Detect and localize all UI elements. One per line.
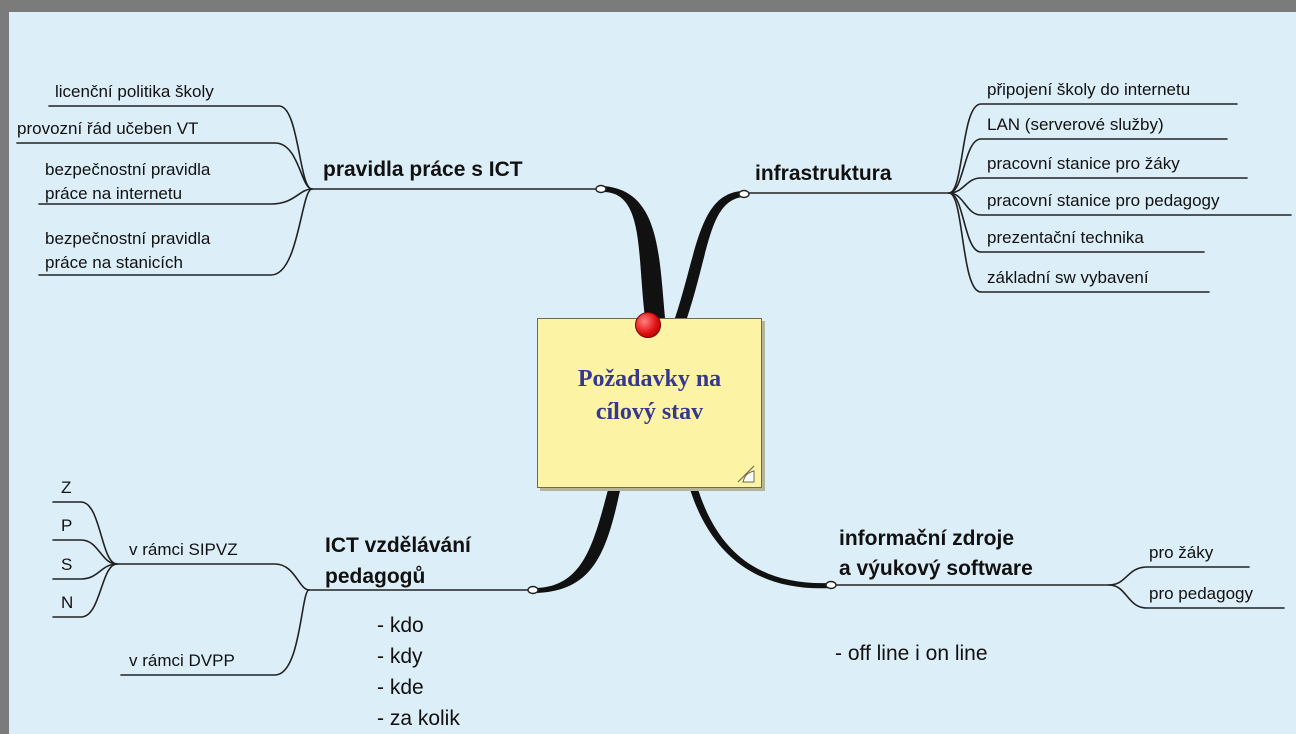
infra-leaf-1-line xyxy=(948,103,1238,194)
central-title-line-2: cílový stav xyxy=(595,399,704,425)
s-line xyxy=(52,563,118,580)
edu-leaf-sipvz[interactable]: v rámci SIPVZ xyxy=(129,540,238,559)
rules-leaf-3-line xyxy=(38,188,313,205)
connector-lines xyxy=(16,103,1292,676)
infra-leaf-basic-software[interactable]: základní sw vybavení xyxy=(987,268,1149,287)
rules-leaf-operating-rules[interactable]: provozní řád učeben VT xyxy=(17,119,199,138)
pushpin-icon xyxy=(635,312,661,338)
rules-leaf-station-safety[interactable]: bezpečnostní pravidla práce na stanicích xyxy=(45,227,210,275)
rules-branch-title[interactable]: pravidla práce s ICT xyxy=(323,158,523,181)
rules-leaf-station-safety-line-2: práce na stanicích xyxy=(45,253,183,272)
edu-branch-title[interactable]: ICT vzdělávání pedagogů xyxy=(325,530,471,592)
res-leaf-2-line xyxy=(1108,584,1285,609)
infra-leaf-presentation[interactable]: prezentační technika xyxy=(987,228,1144,247)
n-line xyxy=(52,563,118,618)
edu-note-who: - kdo xyxy=(377,614,424,637)
edu-branch-title-line-2: pedagogů xyxy=(325,565,426,588)
rules-leaf-internet-safety[interactable]: bezpečnostní pravidla práce na internetu xyxy=(45,158,210,206)
res-note: - off line i on line xyxy=(835,642,988,665)
edu-connector-dot xyxy=(527,585,539,595)
z-line xyxy=(52,501,118,565)
sipvz-item-p[interactable]: P xyxy=(61,516,73,535)
res-leaf-1-line xyxy=(1108,566,1250,586)
infra-connector-dot xyxy=(738,189,750,199)
edu-main-branch xyxy=(534,486,621,593)
p-line xyxy=(52,539,118,565)
dvpp-line xyxy=(120,589,310,676)
edu-branch-title-line-1: ICT vzdělávání xyxy=(325,534,471,557)
res-leaf-teachers[interactable]: pro pedagogy xyxy=(1149,584,1253,603)
rules-leaf-4-line xyxy=(38,188,313,276)
res-branch-title-line-2: a výukový software xyxy=(839,557,1033,580)
infra-leaf-teacher-stations[interactable]: pracovní stanice pro pedagogy xyxy=(987,191,1220,210)
rules-leaf-internet-safety-line-2: práce na internetu xyxy=(45,184,183,203)
sipvz-item-n[interactable]: N xyxy=(61,593,74,612)
infra-branch-title[interactable]: infrastruktura xyxy=(755,162,892,185)
rules-main-branch xyxy=(603,186,665,318)
edu-notes: - kdo - kdy - kde - za kolik xyxy=(377,610,460,734)
rules-connector-dot xyxy=(595,184,607,194)
central-title-line-1: Požadavky na xyxy=(577,366,722,392)
infra-leaf-5-line xyxy=(948,192,1205,253)
res-branch-title-line-1: informační zdroje xyxy=(839,527,1015,550)
res-leaf-students[interactable]: pro žáky xyxy=(1149,543,1214,562)
infra-leaf-2-line xyxy=(948,138,1228,194)
edu-note-where: - kde xyxy=(377,676,424,699)
res-main-branch xyxy=(689,486,831,589)
res-connector-dot xyxy=(825,580,837,590)
sipvz-item-z[interactable]: Z xyxy=(61,478,72,497)
infra-leaf-3-line xyxy=(948,177,1248,194)
edu-note-cost: - za kolik xyxy=(377,707,460,730)
rules-leaf-licence[interactable]: licenční politika školy xyxy=(55,82,214,101)
edu-leaf-dvpp[interactable]: v rámci DVPP xyxy=(129,651,235,670)
infra-main-branch xyxy=(675,191,742,318)
central-topic-title: Požadavky na cílový stav xyxy=(538,363,761,429)
infra-leaf-6-line xyxy=(948,192,1210,293)
rules-leaf-2-line xyxy=(16,142,313,190)
infra-leaf-internet[interactable]: připojení školy do internetu xyxy=(987,80,1191,99)
infra-leaf-student-stations[interactable]: pracovní stanice pro žáky xyxy=(987,154,1180,173)
rules-leaf-internet-safety-line-1: bezpečnostní pravidla xyxy=(45,160,211,179)
edu-note-when: - kdy xyxy=(377,645,423,668)
sipvz-item-s[interactable]: S xyxy=(61,555,73,574)
sipvz-line xyxy=(116,563,310,591)
central-topic-note[interactable]: Požadavky na cílový stav xyxy=(537,318,762,488)
infra-leaf-lan[interactable]: LAN (serverové služby) xyxy=(987,115,1164,134)
rules-leaf-station-safety-line-1: bezpečnostní pravidla xyxy=(45,229,211,248)
res-branch-title[interactable]: informační zdroje a výukový software xyxy=(839,524,1033,584)
page-curl-icon xyxy=(737,465,755,483)
